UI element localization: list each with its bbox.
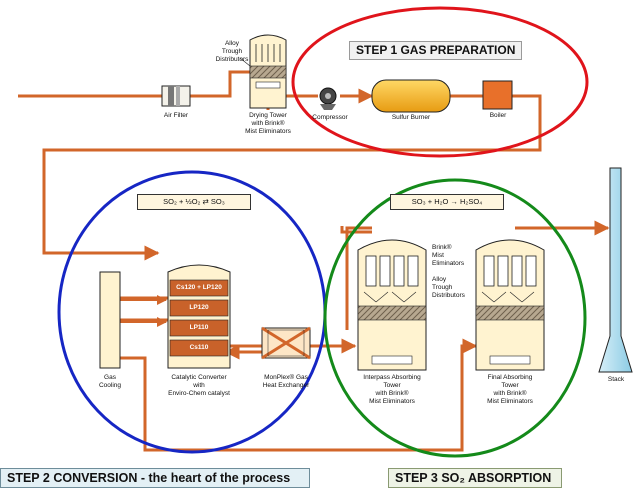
brink-mist-label: Brink® Mist Eliminators	[432, 244, 465, 267]
heat-exchanger-label: MonPlex® Gas Heat Exchanger	[262, 374, 310, 389]
catalyst-bed-2: LP120	[189, 304, 209, 311]
catalyst-bed-3: LP110	[189, 324, 209, 331]
converter-internal-flows	[112, 295, 167, 327]
pipe-interpass-top	[340, 226, 372, 234]
interpass-tower-label: Interpass Absorbing Tower with Brink® Mi…	[363, 374, 421, 405]
step3-highlight-ring	[323, 178, 587, 458]
sulfur-burner	[371, 79, 451, 113]
boiler-label: Boiler	[489, 112, 507, 119]
boiler	[482, 80, 513, 110]
pipe-converter-bottom	[120, 338, 478, 452]
pipe-interpass-return	[345, 226, 372, 330]
alloy-trough-top-label: Alloy Trough Distributors	[215, 40, 249, 63]
final-tower-label: Final Absorbing Tower with Brink® Mist E…	[487, 374, 533, 405]
stack	[598, 167, 633, 373]
compressor-label: Compressor	[312, 114, 348, 121]
interpass-absorbing-tower	[357, 239, 427, 371]
step2-title: STEP 2 CONVERSION - the heart of the pro…	[0, 468, 310, 488]
catalytic-converter	[167, 264, 231, 369]
compressor	[319, 87, 337, 110]
catalytic-converter-label: Catalytic Converter with Enviro-Chem cat…	[168, 374, 230, 397]
stack-label: Stack	[607, 376, 625, 383]
pipe-filter-to-tower	[190, 70, 250, 98]
step1-highlight-ring	[291, 6, 589, 158]
process-piping	[18, 70, 610, 452]
sulfur-burner-label: Sulfur Burner	[391, 114, 431, 121]
gas-cooling-unit	[99, 271, 121, 369]
pipe-boiler-out	[42, 94, 542, 261]
gas-cooling-label: Gas Cooling	[98, 374, 122, 389]
drying-tower	[239, 34, 287, 109]
absorption-equation: SO₃ + H₂O → H₂SO₄	[390, 194, 504, 210]
drying-tower-label: Drying Tower with Brink® Mist Eliminator…	[245, 112, 291, 135]
final-absorbing-tower	[475, 239, 545, 371]
step1-title: STEP 1 GAS PREPARATION	[349, 41, 523, 60]
catalyst-bed-4: Cs110	[189, 344, 209, 351]
alloy-trough-mid-label: Alloy Trough Distributors	[432, 276, 465, 299]
catalyst-bed-1: Cs120 + LP120	[176, 284, 222, 291]
step3-title: STEP 3 SO₂ ABSORPTION	[388, 468, 562, 488]
conversion-equation: SO₂ + ½O₂ ⇄ SO₃	[137, 194, 251, 210]
air-filter-label: Air Filter	[163, 112, 189, 119]
air-filter	[161, 85, 191, 107]
heat-exchanger	[261, 326, 311, 360]
